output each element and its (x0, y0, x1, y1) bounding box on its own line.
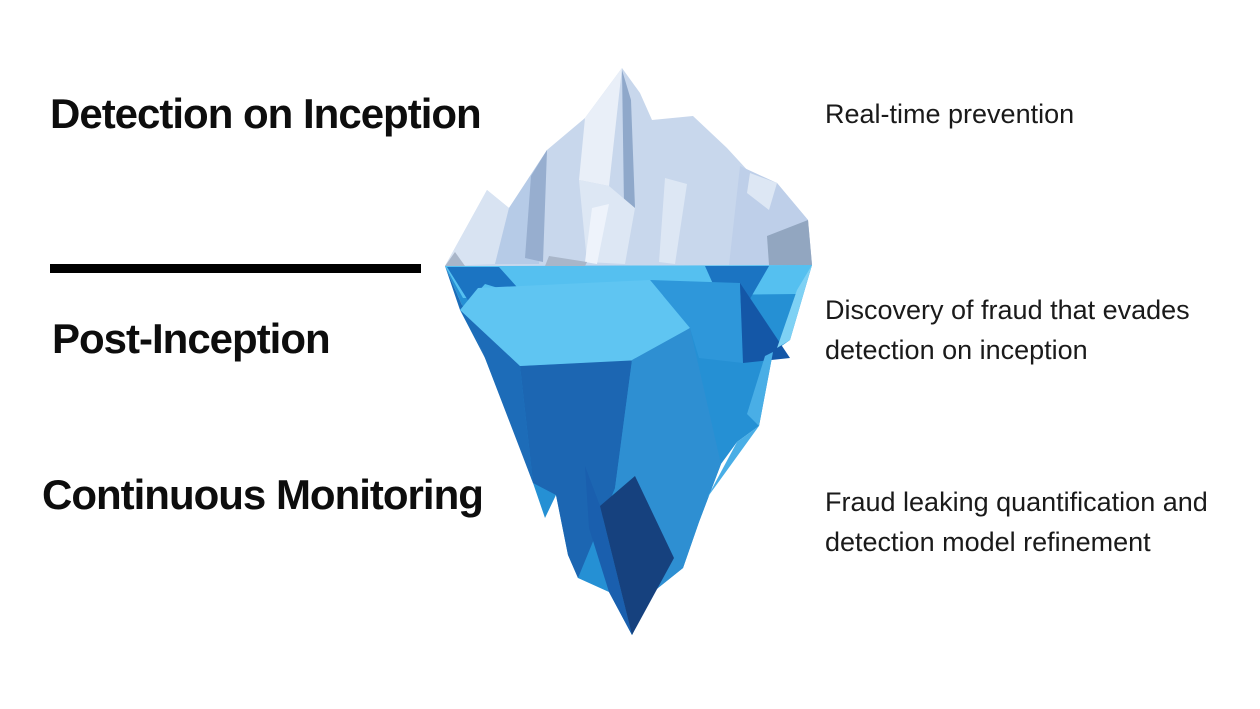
iceberg-below-water (445, 265, 812, 635)
description-real-time-prevention: Real-time prevention (825, 99, 1075, 129)
iceberg-above-water (445, 68, 812, 266)
heading-continuous-monitoring: Continuous Monitoring (42, 471, 484, 518)
heading-detection-on-inception: Detection on Inception (50, 90, 482, 137)
description-continuous-monitoring: Fraud leaking quantification and detecti… (825, 487, 1208, 557)
iceberg-icon (445, 68, 812, 635)
description-post-inception: Discovery of fraud that evades detection… (825, 295, 1190, 365)
horizontal-divider (50, 264, 421, 273)
heading-post-inception: Post-Inception (52, 315, 331, 362)
